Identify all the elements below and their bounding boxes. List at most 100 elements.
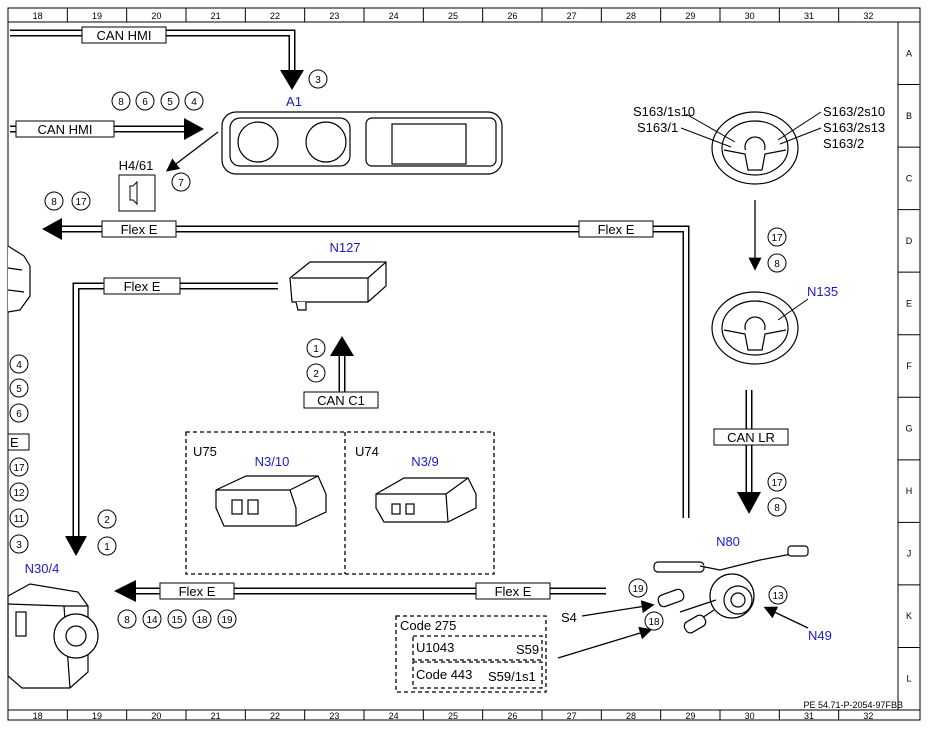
s163-1-leader (680, 127, 732, 148)
column-label-top: 27 (567, 11, 577, 21)
u75-label: U75 (193, 444, 217, 459)
hmi-signal-circle (184, 91, 204, 111)
can-hmi-top-arrow (280, 70, 304, 90)
u1043-label: U1043 (416, 640, 454, 655)
flex-e-top-left-label: Flex E (121, 222, 158, 237)
flex-e-top-left-label-box (101, 220, 177, 238)
flex-left-signal-number: 8 (51, 197, 57, 208)
flex-left-signal-circle (44, 191, 64, 211)
row-label: H (906, 486, 913, 496)
column-label-bottom: 21 (211, 711, 221, 721)
n30-4-label: N30/4 (25, 561, 60, 576)
steering-down-signals: 178 (767, 227, 787, 273)
diagram-frame (7, 7, 921, 721)
u74-label: U74 (355, 444, 379, 459)
column-label-top: 26 (507, 11, 517, 21)
n30-4-out-signal-number: 18 (196, 615, 208, 626)
column-label-top: 24 (389, 11, 399, 21)
signal-n49 (768, 585, 788, 605)
a1-label: A1 (286, 94, 302, 109)
n3-9-label: N3/9 (411, 454, 438, 469)
column-label-top: 23 (329, 11, 339, 21)
left-signal-number: 5 (16, 384, 22, 395)
h4-61-speaker-box (118, 174, 156, 212)
steering-wheel-n135 (711, 291, 799, 365)
column-label-bottom: 27 (567, 711, 577, 721)
can-c1-signal-number: 1 (313, 344, 319, 355)
flex-e-bottom-right-label: Flex E (495, 584, 532, 599)
can-c1-label: CAN C1 (317, 393, 365, 408)
n49-leader (763, 606, 809, 629)
column-label-bottom: 26 (507, 711, 517, 721)
column-label-bottom: 28 (626, 711, 636, 721)
s163-2s13-leader (779, 127, 822, 145)
flex-e-top-arrow (42, 218, 62, 240)
partial-component-box (7, 433, 30, 451)
n127-module (289, 261, 387, 311)
can-c1-signals: 12 (306, 338, 326, 383)
column-label-bottom: 19 (92, 711, 102, 721)
u1043-frame (412, 635, 543, 661)
flex-e-bottom-right-label-box (475, 582, 551, 600)
n30-4-out-signal-circle (117, 609, 137, 629)
code-443-label: Code 443 (416, 667, 472, 682)
flex-e-top-right-label-box (578, 220, 654, 238)
n49-label: N49 (808, 628, 832, 643)
column-label-bottom: 31 (804, 711, 814, 721)
speaker-icon (129, 180, 138, 206)
h4-61-label: H4/61 (119, 158, 154, 173)
row-label: J (907, 549, 912, 559)
n30-4-unit (7, 583, 99, 689)
column-label-top: 25 (448, 11, 458, 21)
column-label-top: 32 (863, 11, 873, 21)
n135-label: N135 (807, 284, 838, 299)
flex-e-top-line-inner (60, 227, 688, 518)
can-hmi-mid-label-box (15, 120, 115, 138)
column-label-bottom: 25 (448, 711, 458, 721)
signal-a1-in-label: 3 (315, 75, 321, 86)
can-c1-label-box (303, 391, 379, 409)
signal-s4-a (628, 578, 648, 598)
column-label-top: 31 (804, 11, 814, 21)
s163-2-label: S163/2 (823, 136, 864, 151)
can-lr-arrow (737, 492, 761, 514)
row-label: F (906, 361, 912, 371)
flex-e-top-right-label: Flex E (598, 222, 635, 237)
s59-leader (557, 626, 653, 659)
n30-4-in-signal-number: 2 (104, 515, 110, 526)
row-label: A (906, 48, 912, 58)
can-lr-label: CAN LR (727, 430, 775, 445)
row-label: G (905, 424, 912, 434)
column-ruler: 1818191920202121222223232424252526262727… (33, 8, 873, 721)
n30-4-out-signal-number: 15 (171, 615, 183, 626)
column-label-top: 21 (211, 11, 221, 21)
n30-4-out-signal-number: 19 (221, 615, 233, 626)
code-443-frame (412, 661, 543, 689)
column-label-bottom: 22 (270, 711, 280, 721)
left-signal-circle (9, 534, 29, 554)
left-signal-circle (9, 378, 29, 398)
instrument-cluster-a1 (221, 111, 503, 175)
row-label: D (906, 236, 913, 246)
can-lr-signal-number: 8 (774, 503, 780, 514)
signal-h4-61 (171, 172, 191, 192)
column-label-bottom: 32 (863, 711, 873, 721)
n30-4-in-signal-number: 1 (104, 542, 110, 553)
steering-signal-number: 8 (774, 259, 780, 270)
flex-e-bottom-arrow (114, 580, 136, 602)
can-hmi-top-label-box (81, 26, 167, 44)
can-hmi-mid-arrow (184, 118, 204, 140)
hmi-signal-circle (111, 91, 131, 111)
can-lr-signal-circle (767, 497, 787, 517)
flex-e-n127-label: Flex E (124, 279, 161, 294)
n3-10-label: N3/10 (255, 454, 290, 469)
hmi-signal-circle (160, 91, 180, 111)
n30-4-out-signal-circle (142, 609, 162, 629)
n80-steering-column-module (653, 545, 809, 634)
column-label-bottom: 23 (329, 711, 339, 721)
left-signal-number: 4 (16, 360, 22, 371)
document-reference: PE 54.71-P-2054-97FBB (803, 700, 903, 710)
